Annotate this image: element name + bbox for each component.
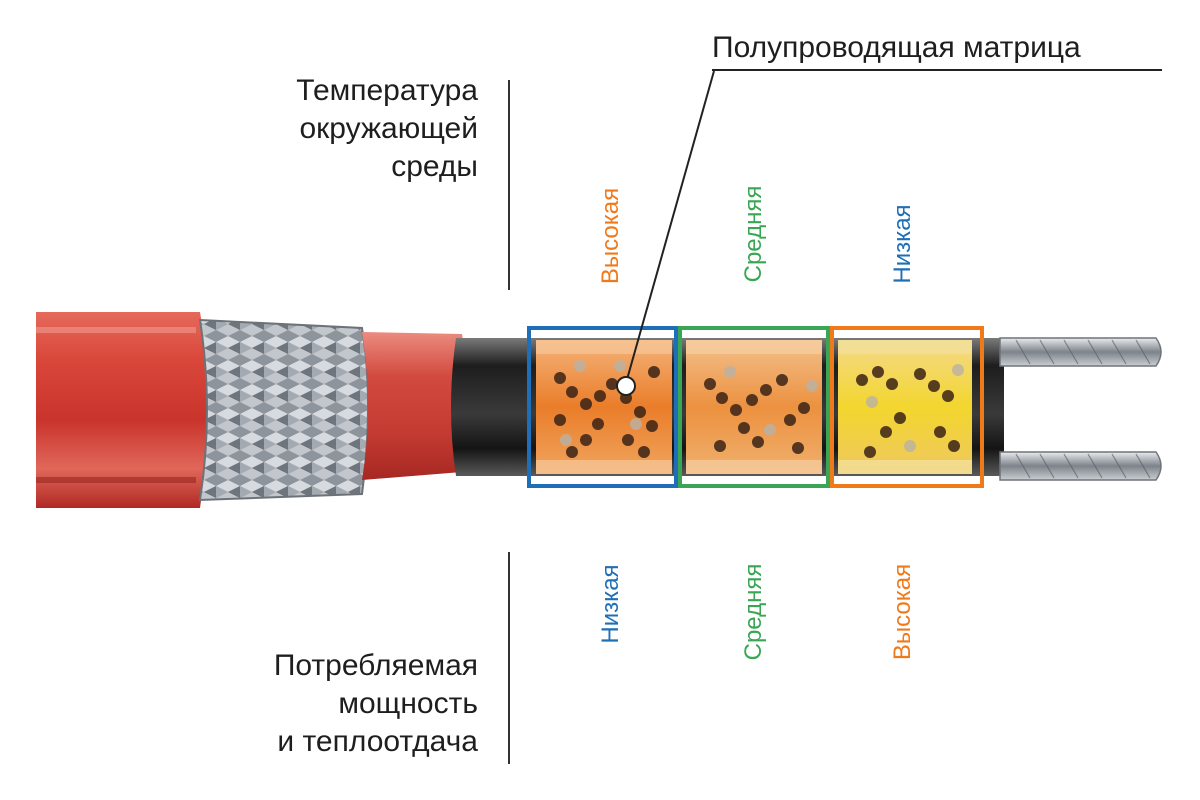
frame-green <box>678 326 830 488</box>
metal-braid <box>198 318 369 502</box>
callout-marker <box>616 376 636 396</box>
matrix-cold-segment <box>838 340 972 474</box>
ambient-temperature-line-2: окружающей <box>299 112 478 145</box>
bus-wire-top <box>999 337 1162 367</box>
outer-jacket <box>36 312 208 508</box>
power-consumption-line-3: и теплоотдача <box>277 725 478 758</box>
callout-pointer <box>625 70 715 384</box>
bus-wire-bottom <box>999 451 1162 481</box>
frame-orange <box>830 326 984 488</box>
ambient-temperature-line-3: среды <box>391 150 478 183</box>
power-consumption-label: Потребляемая мощность и теплоотдача <box>274 647 478 761</box>
matrix-hot-segment <box>536 340 672 474</box>
matrix-callout-label: Полупроводящая матрица <box>712 31 1081 64</box>
power-consumption-line-2: мощность <box>338 687 478 720</box>
inner-jacket <box>362 332 468 480</box>
frame-blue <box>527 326 678 488</box>
ambient-temperature-line-1: Температура <box>296 74 478 107</box>
ambient-temperature-label: Температура окружающей среды <box>296 72 478 186</box>
power-consumption-line-1: Потребляемая <box>273 649 478 682</box>
